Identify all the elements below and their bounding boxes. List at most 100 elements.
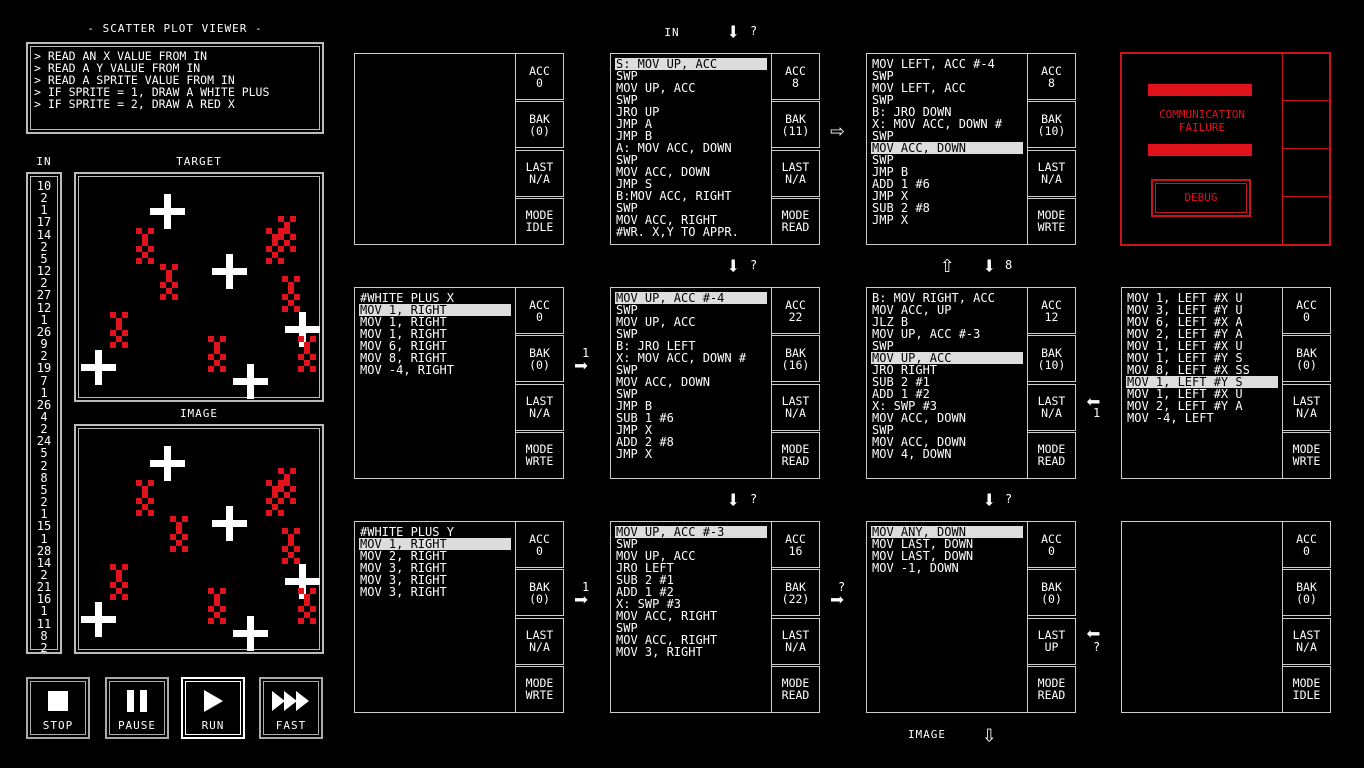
debug-button[interactable]: DEBUG [1151,179,1251,217]
in-value: 26 [36,397,52,412]
arrow-icon: ⬇ [726,252,741,280]
stop-button[interactable]: STOP [26,677,90,739]
code-line: MOV ACC, RIGHT [616,213,718,227]
register-value: N/A [785,406,806,421]
in-value: 14 [36,555,52,570]
in-value: 19 [36,361,52,376]
in-value: 26 [36,324,52,339]
code-line: #WR. X,Y TO APPR. [616,225,739,239]
register-label: BAK [1041,111,1062,126]
code-line: MOV 2, LEFT #Y A [1127,399,1243,413]
register-label: BAK [1041,579,1062,594]
code-line: SWP [616,537,638,551]
register-label: MODE [781,676,810,691]
fast-label: FAST [275,719,307,732]
description-line: > READ A SPRITE VALUE FROM IN [34,73,235,87]
code-line: SWP [616,93,638,107]
n11-left-arrow: ⬅ [1086,622,1100,646]
register-label: ACC [529,531,550,546]
register-value: 0 [1048,543,1055,558]
register-value: IDLE [525,220,554,235]
register-value: (0) [1296,357,1317,372]
port-value: ? [1093,640,1101,654]
code-line: JMP S [616,177,653,191]
in-value: 27 [36,288,52,303]
code-line: B: JRO DOWN [872,105,952,119]
in-value: 15 [36,519,52,534]
register-label: BAK [785,345,806,360]
in-value: 28 [36,543,52,558]
register-value: READ [1037,688,1066,703]
code-line: SWP [616,327,638,341]
in-value: 1 [40,604,48,619]
port-value: ? [1005,492,1013,506]
code-line: JMP X [616,423,653,437]
code-line: MOV 3, RIGHT [360,585,447,599]
pause-button[interactable]: PAUSE [105,677,169,739]
run-button[interactable]: RUN [181,677,245,739]
in-value: 2 [40,640,48,655]
code-editor[interactable] [1121,521,1283,713]
arrow-icon: ⬇ [726,18,741,46]
arrow-icon: ⬇ [982,486,997,514]
code-line: SWP [872,423,894,437]
code-line: MOV LAST, DOWN [872,549,974,563]
bak-register: BAK(10) [1027,335,1076,383]
n3-down-arrow: ⬇ [982,254,996,278]
in-value: 2 [40,191,48,206]
code-line: B:MOV ACC, RIGHT [616,189,732,203]
code-line: JMP X [872,189,909,203]
code-line: SWP [616,153,638,167]
register-label: ACC [1041,297,1062,312]
code-line: MOV 1, RIGHT [359,538,511,550]
target-plot [74,172,324,402]
stop-label: STOP [42,719,74,732]
code-line: ADD 1 #2 [616,585,674,599]
n4-right-arrow: ➡ [574,354,588,378]
register-label: MODE [781,442,810,457]
in-value: 2 [40,349,48,364]
in-value: 8 [40,470,48,485]
code-line: SWP [872,129,894,143]
code-line: MOV ACC, DOWN [872,435,966,449]
code-line: MOV 2, LEFT #Y A [1127,327,1243,341]
register-label: BAK [529,345,550,360]
in-value: 1 [40,507,48,522]
register-label: LAST [1292,394,1321,409]
code-editor[interactable] [354,53,516,245]
bak-register: BAK(0) [1282,335,1331,383]
in-value: 11 [36,616,52,631]
register-label: BAK [1296,579,1317,594]
in-value: 21 [36,580,52,595]
image-label: IMAGE [179,407,219,420]
fast-button[interactable]: FAST [259,677,323,739]
white-plus-sprite [285,564,320,599]
in-value: 4 [40,409,48,424]
n6-down-arrow: ⬇ [982,488,996,512]
register-label: LAST [525,160,554,175]
register-value: N/A [785,172,806,187]
